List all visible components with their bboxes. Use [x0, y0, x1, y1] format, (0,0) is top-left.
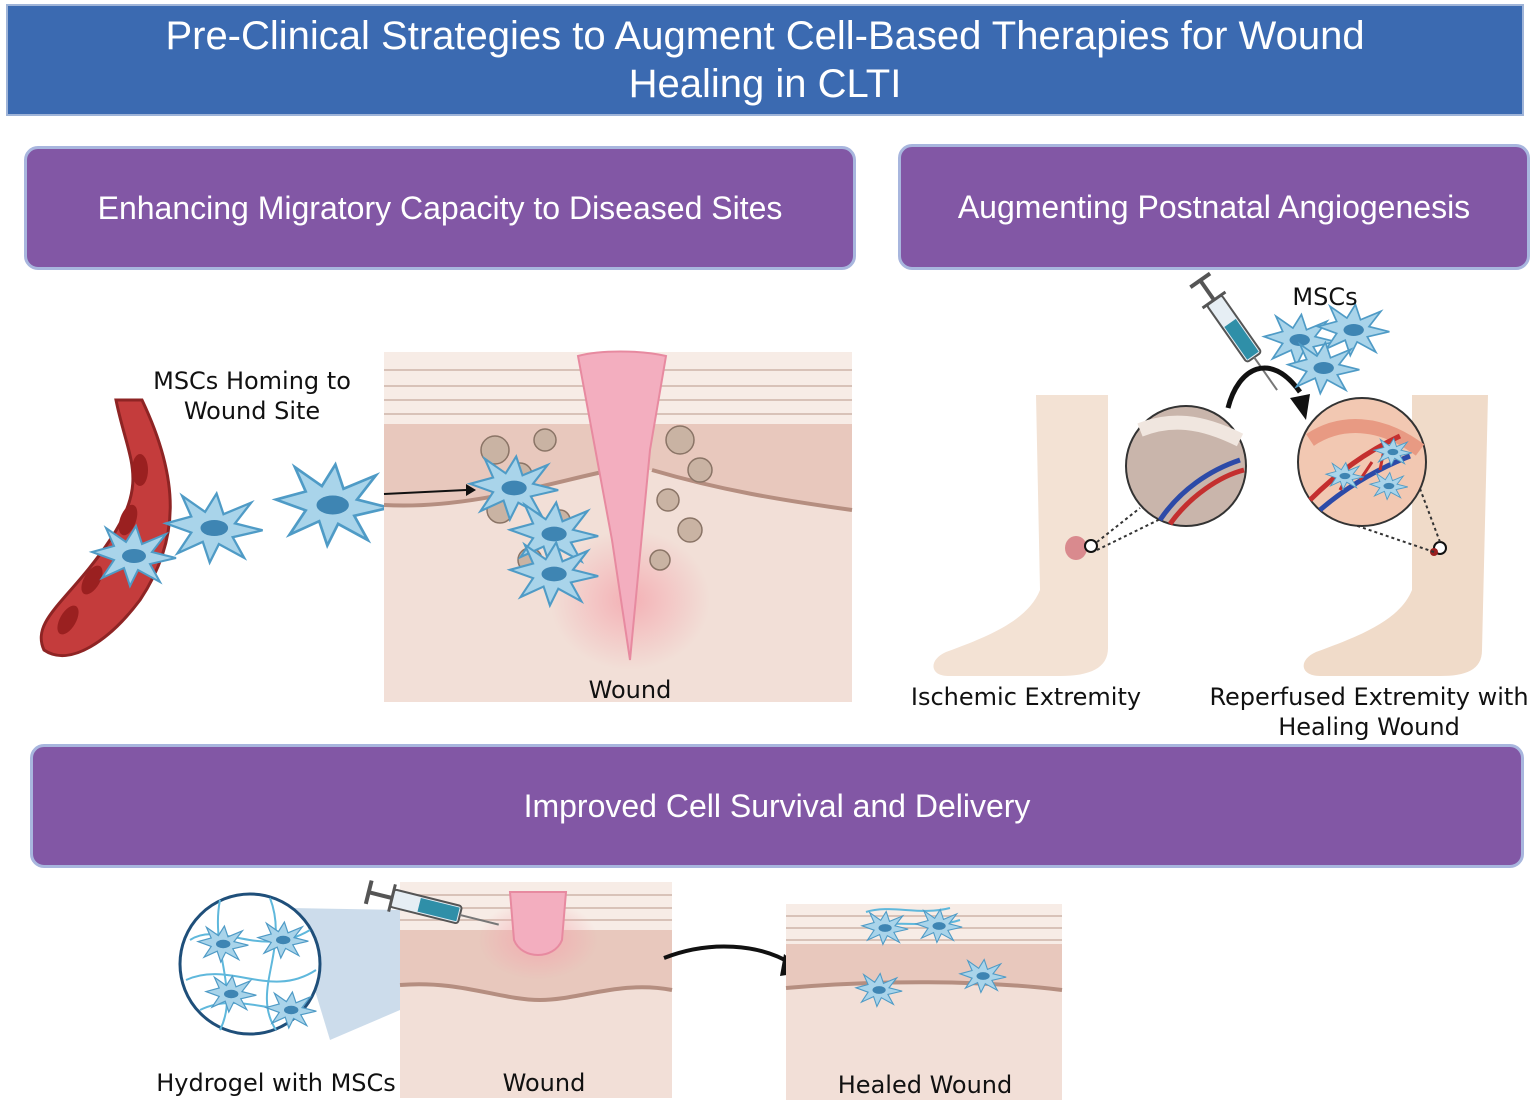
figure-title-text: Pre-Clinical Strategies to Augment Cell-… [165, 14, 1365, 106]
ischemic-zoom-circle [1125, 405, 1247, 527]
survival-header: Improved Cell Survival and Delivery [30, 744, 1524, 868]
msc-cell [274, 463, 391, 547]
msc-cell [91, 525, 177, 587]
survival-header-text: Improved Cell Survival and Delivery [523, 787, 1031, 824]
homing-arrow [383, 484, 476, 496]
wound-label-bottom: Wound [502, 1069, 586, 1097]
migration-header: Enhancing Migratory Capacity to Diseased… [24, 146, 856, 270]
figure-title: Pre-Clinical Strategies to Augment Cell-… [6, 4, 1524, 116]
msc-cell [1317, 303, 1391, 357]
ischemic-extremity-label: Ischemic Extremity [910, 683, 1142, 711]
wound-label: Wound [588, 676, 672, 704]
skin-section [383, 350, 853, 702]
angiogenesis-header-text: Augmenting Postnatal Angiogenesis [957, 188, 1471, 225]
injection-arrow [1225, 365, 1310, 420]
hydrogel-label: Hydrogel with MSCs [156, 1069, 396, 1097]
blood-vessel [39, 398, 172, 657]
healing-arrow [663, 944, 806, 976]
msc-cell [164, 492, 264, 564]
healed-wound-label: Healed Wound [837, 1071, 1013, 1099]
msc-homing-label: MSCs Homing to Wound Site [153, 367, 351, 425]
reperfused-zoom-circle [1297, 397, 1427, 527]
migration-header-text: Enhancing Migratory Capacity to Diseased… [97, 189, 783, 226]
mscs-label: MSCs [1292, 283, 1358, 311]
reperfused-extremity-label: Reperfused Extremity with Healing Wound [1209, 683, 1529, 741]
angiogenesis-header: Augmenting Postnatal Angiogenesis [898, 144, 1530, 270]
